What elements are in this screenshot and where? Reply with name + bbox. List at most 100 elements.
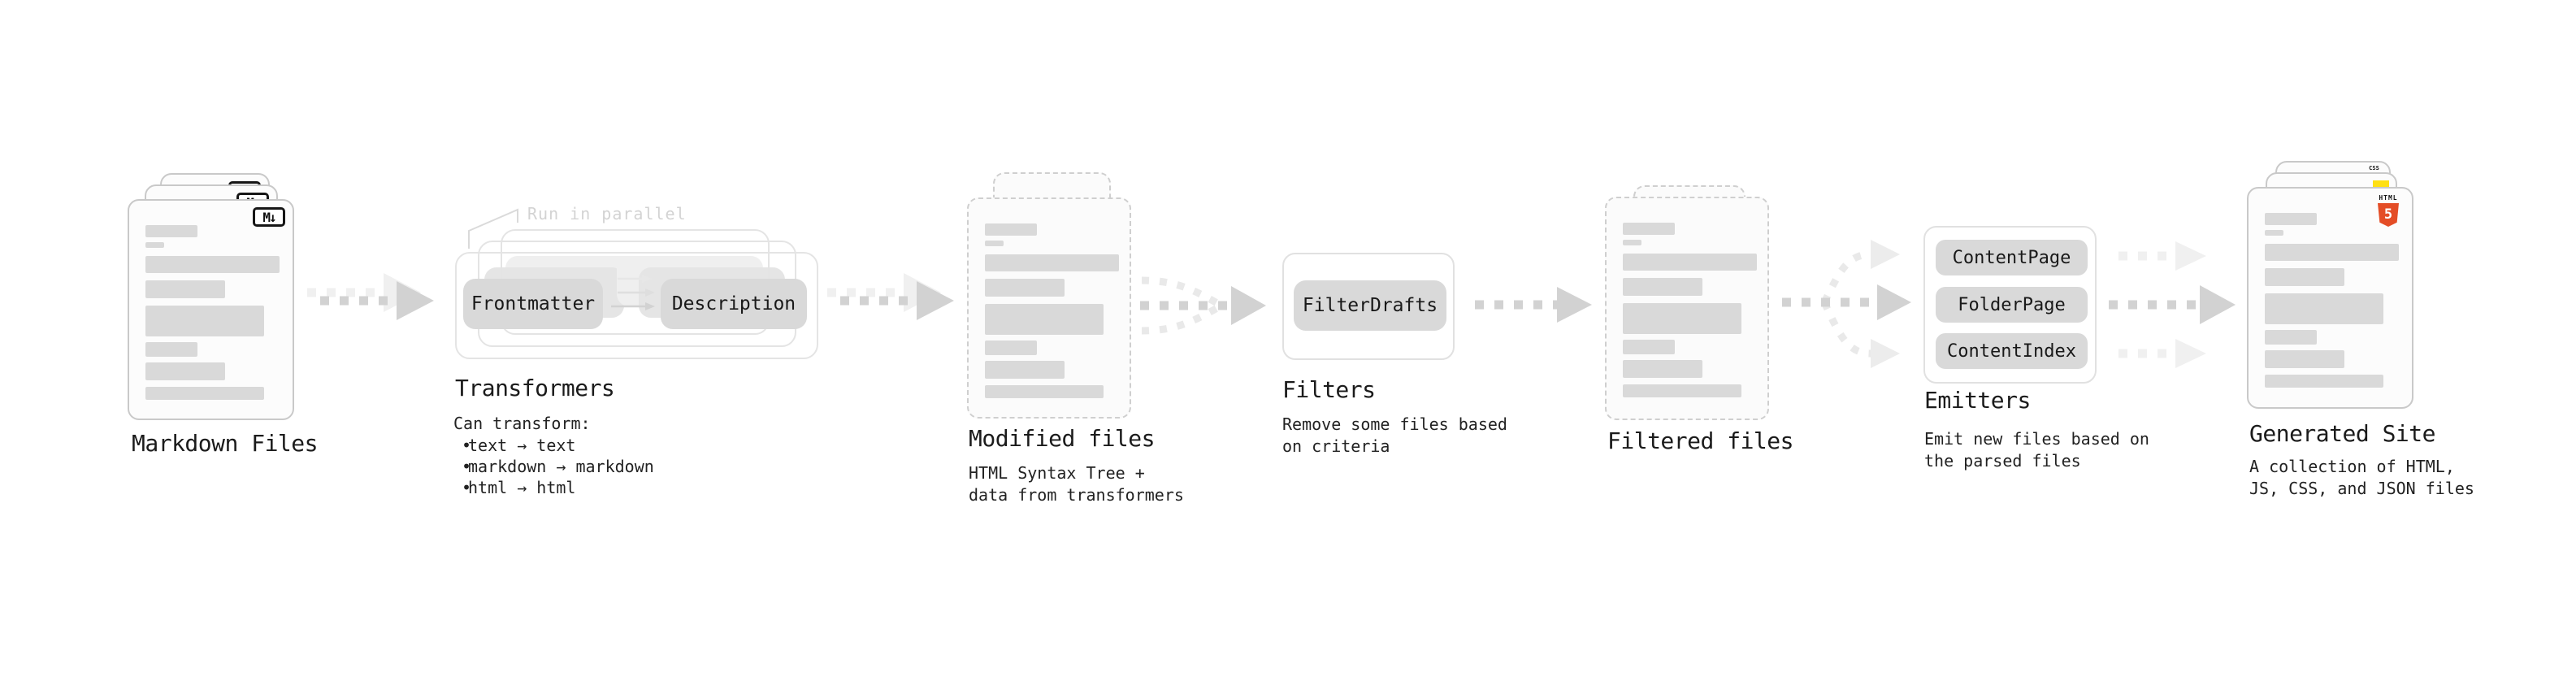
- arrow-modified-to-filters: [1140, 276, 1266, 335]
- frontmatter-pill-label: Frontmatter: [471, 293, 596, 314]
- skeleton-line: [2265, 268, 2344, 286]
- skeleton-line: [985, 279, 1065, 297]
- skeleton-line: [985, 254, 1119, 271]
- generated-site-caption: A collection of HTML, JS, CSS, and JSON …: [2249, 456, 2474, 500]
- caption-line: HTML Syntax Tree +: [969, 463, 1145, 483]
- caption-line: the parsed files: [1924, 451, 2081, 471]
- skeleton-line: [985, 304, 1104, 335]
- skeleton-line: [1623, 240, 1641, 245]
- transformer-bullet: •html → html: [453, 477, 654, 498]
- transformers-label: Transformers: [455, 375, 615, 401]
- arrow-filters-to-filtered: [1475, 287, 1592, 323]
- filterdrafts-pill-label: FilterDrafts: [1302, 295, 1438, 316]
- filtered-files-stack: [1605, 185, 1769, 432]
- contentindex-pill-label: ContentIndex: [1947, 340, 2076, 362]
- skeleton-line: [145, 242, 164, 248]
- skeleton-line: [985, 361, 1065, 379]
- markdown-icon: M↓: [253, 207, 285, 227]
- skeleton-line: [985, 340, 1037, 355]
- caption-line: Emit new files based on: [1924, 429, 2149, 449]
- transformer-run-container-front: [455, 252, 818, 359]
- emitters-box: ContentPage FolderPage ContentIndex: [1923, 226, 2097, 384]
- modified-doc-front: [967, 197, 1131, 419]
- emitters-label: Emitters: [1924, 387, 2031, 414]
- skeleton-line: [1623, 384, 1741, 397]
- skeleton-line: [145, 362, 225, 380]
- markdown-doc-front: M↓: [128, 199, 294, 420]
- html5-icon: HTML 5: [2377, 194, 2400, 228]
- transformers-caption-title: Can transform:: [453, 414, 591, 433]
- generated-site-label: Generated Site: [2249, 420, 2436, 447]
- skeleton-line: [1623, 360, 1702, 378]
- caption-line: data from transformers: [969, 485, 1184, 505]
- filters-box: FilterDrafts: [1282, 253, 1455, 360]
- skeleton-line: [1623, 278, 1702, 296]
- transformers-caption: Can transform: •text → text •markdown → …: [453, 413, 654, 498]
- skeleton-line: [145, 387, 264, 400]
- run-in-parallel-note: Run in parallel: [527, 204, 687, 223]
- caption-line: A collection of HTML,: [2249, 457, 2455, 476]
- filtered-files-label: Filtered files: [1607, 427, 1794, 454]
- folderpage-pill: FolderPage: [1936, 287, 2088, 323]
- html5-icon-number: 5: [2383, 206, 2393, 223]
- html5-icon-shield: 5: [2378, 203, 2399, 227]
- contentpage-pill: ContentPage: [1936, 240, 2088, 275]
- bullet-text: markdown → markdown: [468, 457, 654, 476]
- skeleton-line: [2265, 330, 2317, 345]
- skeleton-line: [1623, 303, 1741, 334]
- skeleton-line: [2265, 213, 2317, 225]
- transformer-bullet: •markdown → markdown: [453, 456, 654, 477]
- markdown-files-label: Markdown Files: [132, 430, 319, 457]
- transformer-bullet: •text → text: [453, 435, 654, 456]
- skeleton-line: [2265, 293, 2383, 324]
- skeleton-line: [1623, 223, 1675, 235]
- skeleton-line: [145, 225, 197, 237]
- arrow-markdown-to-transformers: [307, 273, 434, 320]
- bullet-text: text → text: [468, 436, 576, 455]
- skeleton-line: [2265, 375, 2383, 388]
- modified-files-caption: HTML Syntax Tree + data from transformer…: [969, 462, 1184, 506]
- bullet-text: html → html: [468, 478, 576, 497]
- skeleton-line: [2265, 350, 2344, 368]
- skeleton-line: [145, 280, 225, 298]
- modified-files-stack: [967, 172, 1131, 419]
- filtered-doc-front: [1605, 197, 1769, 420]
- skeleton-line: [145, 342, 197, 357]
- contentindex-pill: ContentIndex: [1936, 333, 2088, 369]
- skeleton-line: [145, 306, 264, 336]
- arrow-emitters-to-site: [2109, 241, 2236, 368]
- arrow-filtered-to-emitters: [1782, 240, 1911, 368]
- caption-line: on criteria: [1282, 436, 1390, 456]
- skeleton-line: [1623, 340, 1675, 354]
- description-pill: Description: [661, 279, 807, 329]
- skeleton-line: [145, 256, 280, 273]
- generated-site-stack: CSS HTML 5: [2247, 161, 2413, 410]
- caption-line: JS, CSS, and JSON files: [2249, 479, 2474, 498]
- run-in-parallel-callout-line: [468, 208, 518, 249]
- bullet-marker: •: [462, 478, 472, 497]
- bullet-marker: •: [462, 436, 472, 455]
- emitters-caption: Emit new files based on the parsed files: [1924, 428, 2149, 472]
- filters-label: Filters: [1282, 376, 1376, 403]
- transformer-step-arrows: [611, 275, 655, 310]
- skeleton-line: [985, 241, 1004, 246]
- description-pill-label: Description: [671, 293, 796, 314]
- filterdrafts-pill: FilterDrafts: [1294, 280, 1446, 331]
- skeleton-line: [985, 223, 1037, 236]
- bullet-marker: •: [462, 457, 472, 476]
- filters-caption: Remove some files based on criteria: [1282, 414, 1507, 458]
- caption-line: Remove some files based: [1282, 414, 1507, 434]
- skeleton-line: [2265, 244, 2399, 261]
- skeleton-line: [1623, 254, 1757, 271]
- folderpage-pill-label: FolderPage: [1958, 294, 2066, 315]
- arrow-transformers-to-modified: [827, 273, 954, 320]
- css-icon-text: CSS: [2369, 165, 2379, 171]
- skeleton-line: [2265, 230, 2283, 236]
- html5-icon-word: HTML: [2379, 194, 2398, 202]
- markdown-icon-text: M↓: [262, 209, 276, 225]
- frontmatter-pill: Frontmatter: [463, 279, 603, 329]
- contentpage-pill-label: ContentPage: [1952, 247, 2071, 268]
- skeleton-line: [985, 385, 1104, 398]
- html-doc-front: HTML 5: [2247, 187, 2413, 409]
